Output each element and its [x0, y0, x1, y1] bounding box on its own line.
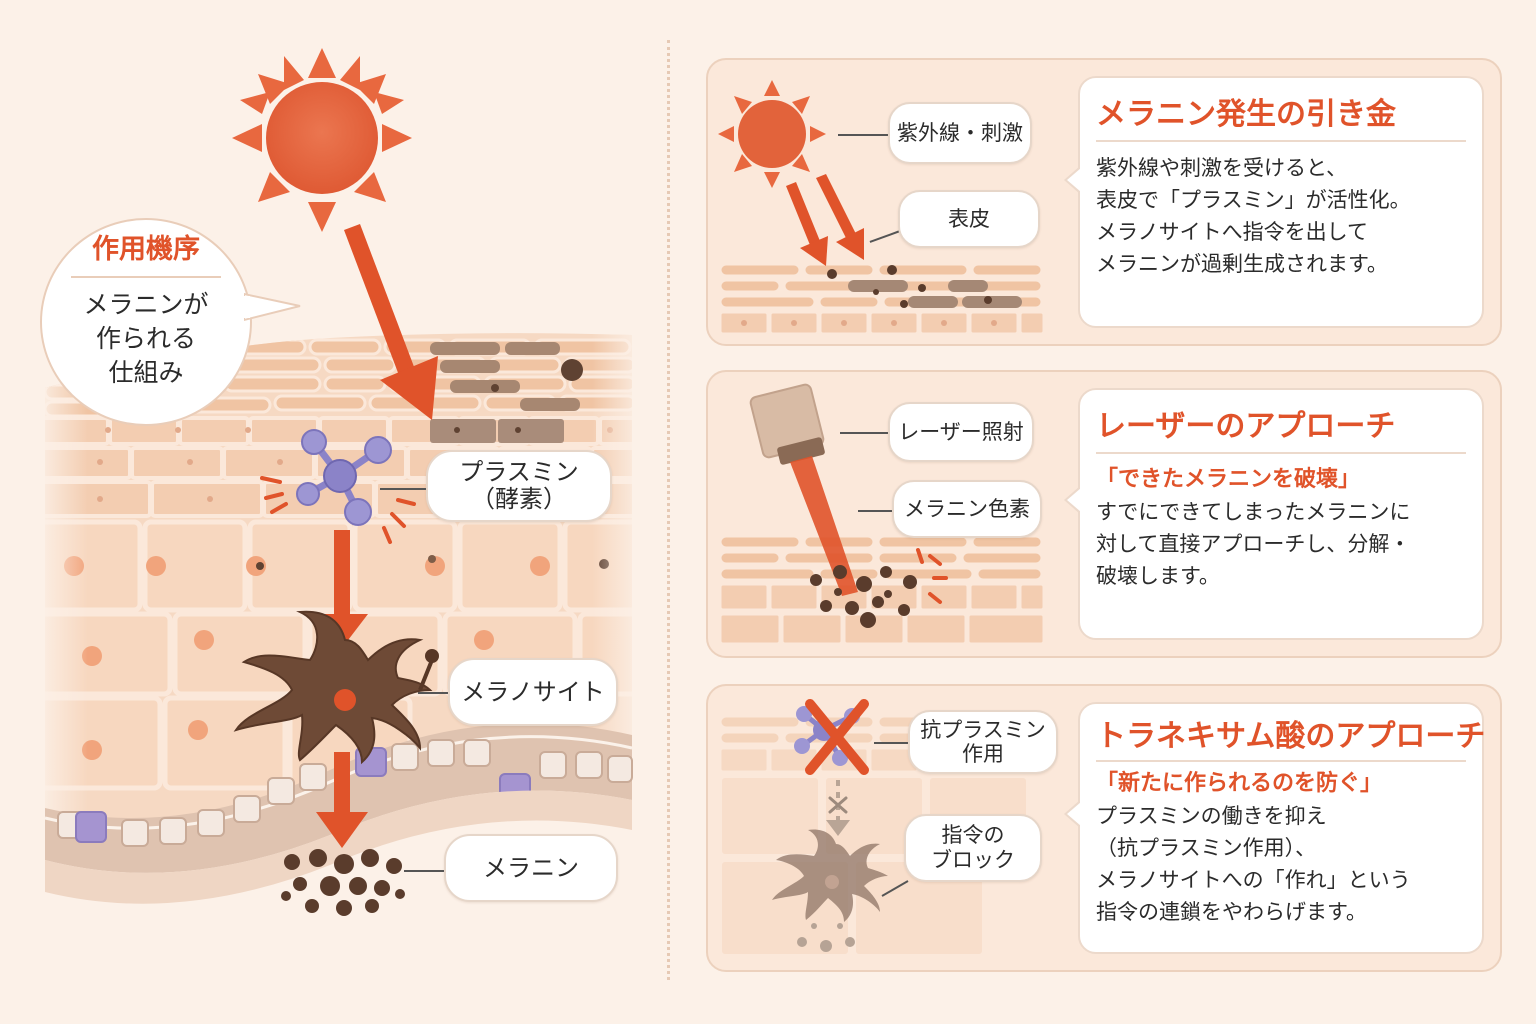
uv-arrow [344, 224, 438, 420]
melanocyte-cell-icon [233, 610, 439, 765]
panel-divider [667, 40, 670, 980]
production-arrow [316, 752, 368, 848]
tranexamic-title: トラネキサム酸のアプローチ [1096, 719, 1486, 754]
laser-divider [1096, 452, 1466, 454]
antiplasmin-label-line: 抗プラスミン [920, 718, 1046, 742]
sun-icon [232, 48, 412, 232]
tranexamic-text-line: メラノサイトへの「作れ」という [1096, 868, 1411, 892]
textbox-pointer [1064, 800, 1081, 828]
melanin-granules-icon [281, 849, 405, 916]
pigment-particles-icon [810, 565, 917, 628]
trigger-title: メラニン発生の引き金 [1096, 97, 1396, 132]
block-label-line: ブロック [931, 848, 1015, 872]
laser-title: レーザーのアプローチ [1096, 409, 1396, 444]
activation-spark-icon [260, 476, 416, 544]
plasmin-molecule-icon [296, 429, 392, 526]
laser-subtitle: 「できたメラニンを破壊」 [1096, 467, 1361, 492]
pigment-leader-line [858, 510, 894, 512]
card-laser: レーザー照射 メラニン色素 レーザーのアプローチ 「できたメラニンを破壊」 すで… [706, 370, 1502, 658]
trigger-text-line: 表皮で「プラスミン」が活性化。 [1096, 188, 1411, 212]
melanin-label: メラニン [444, 834, 618, 902]
laser-label: レーザー照射 [888, 402, 1034, 462]
antiplasmin-leader-line [874, 742, 908, 744]
melanocyte-label: メラノサイト [448, 658, 618, 726]
tranexamic-text-line: 指令の連鎖をやわらげます。 [1096, 900, 1367, 924]
melanocyte-leader-line [418, 692, 448, 694]
textbox-pointer [1064, 486, 1081, 514]
mechanism-body-line: 仕組み [108, 358, 184, 387]
pigment-label: メラニン色素 [892, 480, 1042, 538]
bubble-tail [244, 292, 301, 322]
antiplasmin-label-line: 作用 [962, 742, 1004, 766]
break-spark-icon [916, 548, 948, 604]
mechanism-divider [71, 276, 221, 278]
mechanism-title: 作用機序 [92, 234, 200, 265]
tranexamic-text-line: （抗プラスミン作用）、 [1096, 836, 1317, 860]
antiplasmin-label: 抗プラスミン 作用 [908, 710, 1058, 774]
card-tranexamic: 抗プラスミン 作用 指令の ブロック トラネキサム酸のアプローチ 「新たに作られ… [706, 684, 1502, 972]
laser-text-line: 破壊します。 [1096, 564, 1220, 588]
tranexamic-subtitle: 「新たに作られるのを防ぐ」 [1096, 771, 1383, 796]
plasmin-label-line: プラスミン [459, 458, 579, 486]
trigger-text-line: 紫外線や刺激を受けると、 [1096, 156, 1348, 180]
faded-melanocyte-icon [772, 829, 888, 922]
trigger-divider [1096, 140, 1466, 142]
laser-leader-line [840, 432, 888, 434]
uv-epidermis-illustration [718, 80, 1046, 336]
laser-text-line: 対して直接アプローチし、分解・ [1096, 532, 1411, 556]
block-label-line: 指令の [941, 823, 1005, 847]
uv-rays-icon [786, 174, 864, 266]
mechanism-body-line: 作られる [95, 324, 196, 353]
laser-textbox: レーザーのアプローチ 「できたメラニンを破壊」 すでにできてしまったメラニンに … [1064, 388, 1484, 640]
card-trigger: 紫外線・刺激 表皮 メラニン発生の引き金 紫外線や刺激を受けると、 表皮で「プラ… [706, 58, 1502, 346]
plasmin-label: プラスミン （酵素） [426, 450, 612, 522]
textbox-pointer [1064, 166, 1081, 194]
uv-leader-line [838, 134, 888, 136]
plasmin-label-line: （酵素） [471, 485, 567, 513]
blocked-signal-arrow [826, 780, 850, 836]
mechanism-body-line: メラニンが [83, 290, 209, 319]
tranexamic-divider [1096, 760, 1466, 762]
laser-illustration [718, 383, 1046, 646]
reduced-melanin-icon [797, 923, 855, 952]
tranexamic-textbox: トラネキサム酸のアプローチ 「新たに作られるのを防ぐ」 プラスミンの働きを抑え … [1064, 702, 1486, 954]
block-label: 指令の ブロック [904, 814, 1042, 882]
cross-mark-icon [805, 699, 869, 775]
trigger-text-line: メラノサイトへ指令を出して [1096, 220, 1368, 244]
laser-device-icon [749, 383, 858, 596]
uv-label: 紫外線・刺激 [888, 102, 1032, 164]
tranexamic-text-line: プラスミンの働きを抑え [1096, 804, 1327, 828]
trigger-textbox: メラニン発生の引き金 紫外線や刺激を受けると、 表皮で「プラスミン」が活性化。 … [1064, 76, 1484, 328]
mechanism-bubble: 作用機序 メラニンが 作られる 仕組み [40, 218, 252, 426]
epidermis-label: 表皮 [898, 190, 1040, 248]
small-sun-icon [718, 80, 826, 188]
laser-text-line: すでにできてしまったメラニンに [1096, 500, 1411, 524]
melanin-leader-line [404, 870, 444, 872]
plasmin-leader-line [380, 488, 426, 490]
trigger-text-line: メラニンが過剰生成されます。 [1096, 252, 1388, 276]
